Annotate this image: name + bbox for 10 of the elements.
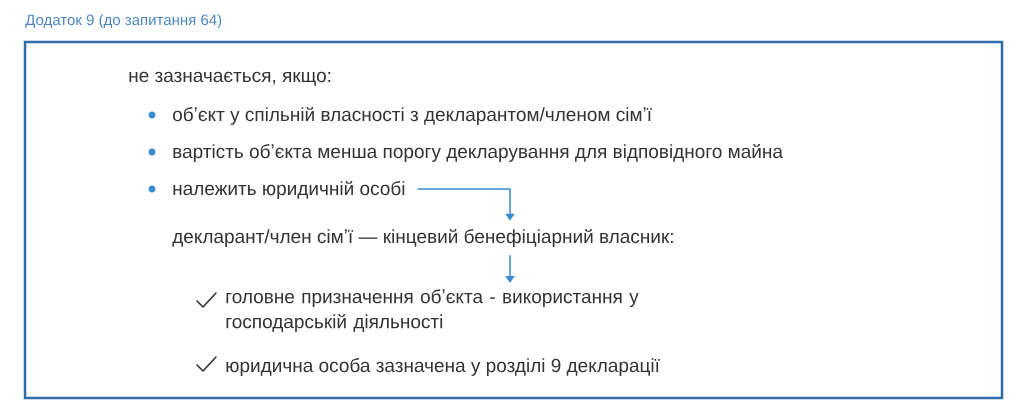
text: обʼєкт у спільній власності з декларантом/членом сімʼї <box>173 106 652 125</box>
arrow <box>416 188 515 221</box>
text: декларант/член сімʼї — кінцевий бенефіціарний власник: <box>172 228 673 247</box>
text: головне призначення обʼєкта - використання у господарській діяльності <box>226 289 639 333</box>
text: не зазначається, якщо: <box>129 71 331 86</box>
text: юридична особа зазначена у розділі 9 декларації <box>226 358 660 376</box>
arrow <box>505 254 515 283</box>
text: належить юридичній особі <box>173 180 405 199</box>
title: Додаток 9 (до запитання 64) <box>25 14 222 29</box>
text: вартість обʼєкта менша порогу декларування для відповідного майна <box>173 143 783 162</box>
